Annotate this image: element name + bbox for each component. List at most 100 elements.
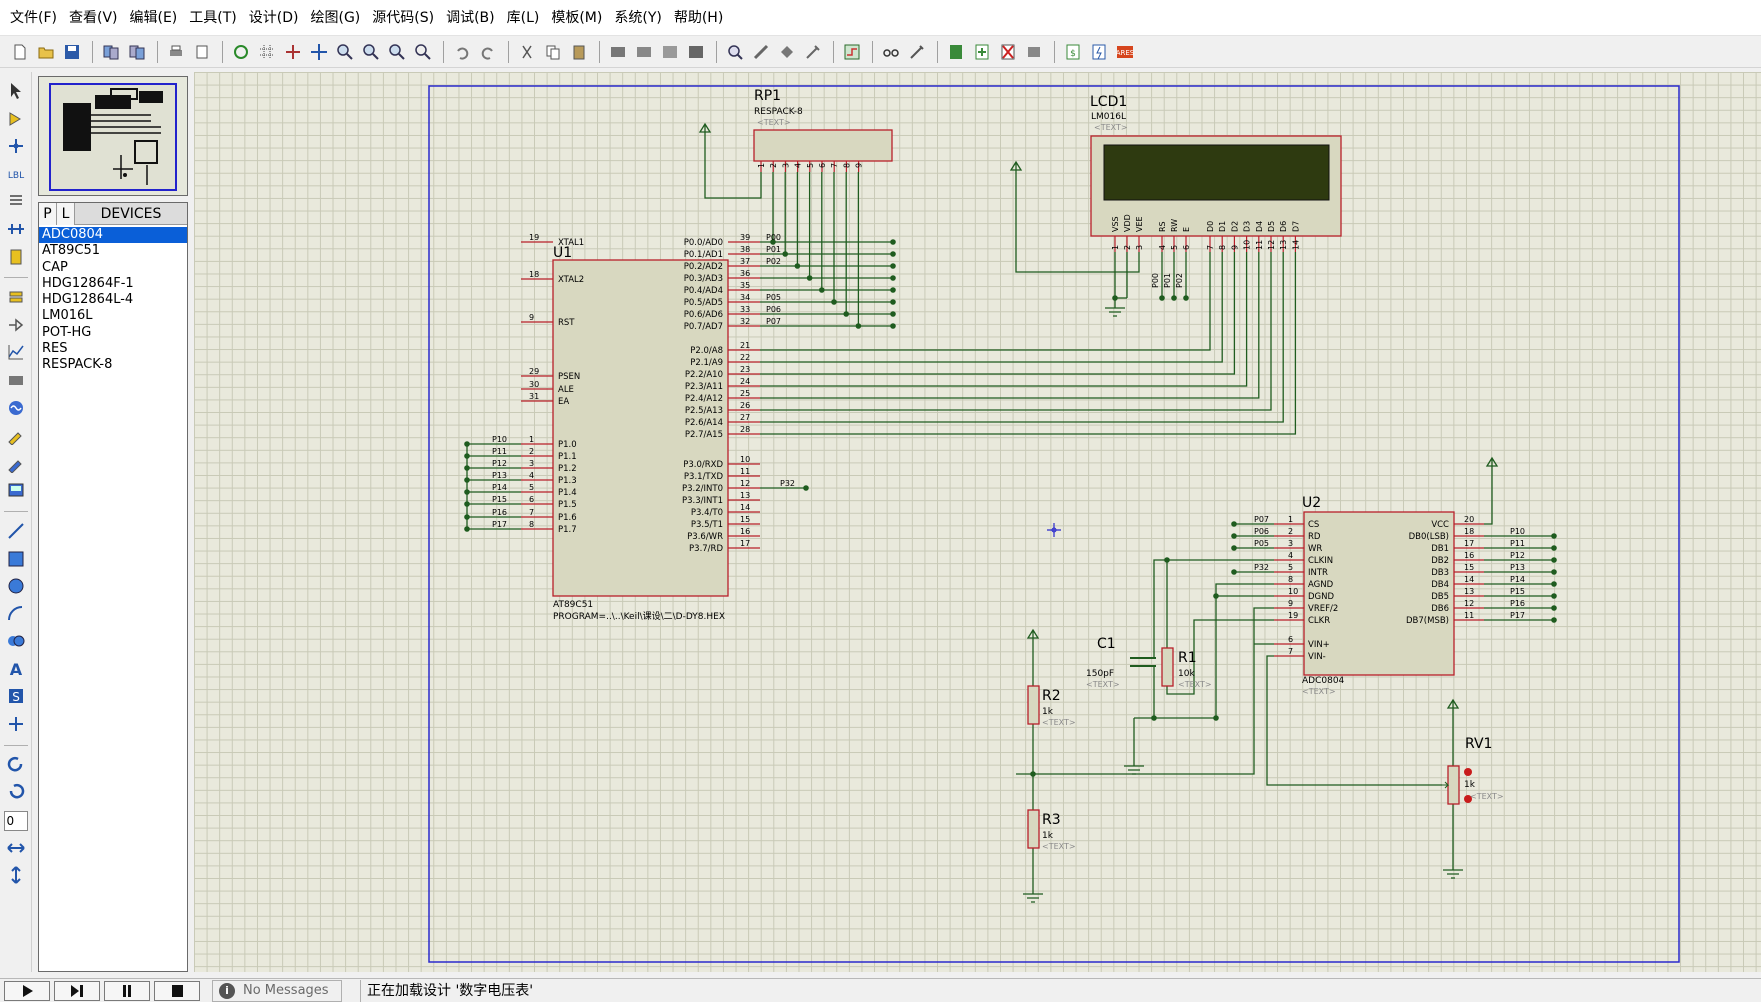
virtual-instruments-mode-icon[interactable] [3, 477, 29, 503]
mirror-vertical-icon[interactable] [3, 862, 29, 888]
block-move-icon[interactable] [632, 40, 656, 64]
wire-autorouter-icon[interactable] [840, 40, 864, 64]
rv1-decrease-handle[interactable] [1464, 795, 1472, 803]
component-u1[interactable]: U1 AT89C51 PROGRAM=..\..\Keil\课设\二\D-DY8… [492, 233, 795, 622]
block-copy-icon[interactable] [606, 40, 630, 64]
subcircuit-mode-icon[interactable] [3, 244, 29, 270]
text-mode-icon[interactable]: A [3, 656, 29, 682]
terminals-mode-icon[interactable] [3, 284, 29, 310]
open-folder-icon[interactable] [34, 40, 58, 64]
device-item-lm016l[interactable]: LM016L [42, 308, 93, 324]
export-section-icon[interactable] [125, 40, 149, 64]
zoom-area-icon[interactable] [411, 40, 435, 64]
stop-button[interactable] [154, 980, 200, 1001]
block-rotate-icon[interactable] [658, 40, 682, 64]
overview-viewport[interactable] [49, 83, 177, 191]
marker-mode-icon[interactable] [3, 711, 29, 737]
text-script-mode-icon[interactable] [3, 188, 29, 214]
device-item-res[interactable]: RES [42, 341, 68, 357]
menu-debug[interactable]: 调试(B) [446, 9, 495, 26]
rotation-angle-input[interactable] [3, 810, 28, 831]
menu-edit[interactable]: 编辑(E) [129, 9, 178, 26]
exit-to-parent-icon[interactable] [1022, 40, 1046, 64]
menu-source[interactable]: 源代码(S) [372, 9, 435, 26]
wire-label-mode-icon[interactable]: LBL [3, 161, 29, 187]
circle-mode-icon[interactable] [3, 573, 29, 599]
remove-sheet-icon[interactable] [996, 40, 1020, 64]
device-item-pot-hg[interactable]: POT-HG [42, 324, 92, 340]
rotate-clockwise-icon[interactable] [3, 752, 29, 778]
new-sheet-icon[interactable] [944, 40, 968, 64]
zoom-out-icon[interactable] [359, 40, 383, 64]
library-manager-button[interactable]: L [57, 203, 75, 225]
device-item-adc0804[interactable]: ADC0804 [39, 227, 187, 244]
import-section-icon[interactable] [99, 40, 123, 64]
component-lcd1[interactable]: LCD1 LM016L <TEXT> VSS1VDD2VEE3RS4RW5E6D… [1090, 94, 1342, 288]
device-item-hdg12864l-4[interactable]: HDG12864L-4 [42, 292, 134, 308]
print-icon[interactable] [164, 40, 188, 64]
component-u2[interactable]: U2 ADC0804 <TEXT> 1CSP072RDP063WRP054CLK… [1254, 495, 1525, 696]
selection-mode-icon[interactable] [3, 78, 29, 104]
device-item-at89c51[interactable]: AT89C51 [42, 243, 100, 259]
netlist-to-ares-icon[interactable]: ARES [1113, 40, 1137, 64]
component-r1[interactable]: R1 10k <TEXT> [1161, 647, 1212, 689]
print-area-icon[interactable] [190, 40, 214, 64]
packaging-tool-icon[interactable] [775, 40, 799, 64]
block-delete-icon[interactable] [684, 40, 708, 64]
path-mode-icon[interactable] [3, 628, 29, 654]
tape-recorder-mode-icon[interactable] [3, 367, 29, 393]
play-button[interactable] [4, 980, 50, 1001]
property-assign-icon[interactable] [905, 40, 929, 64]
menu-tools[interactable]: 工具(T) [189, 9, 237, 26]
menu-design[interactable]: 设计(D) [248, 9, 299, 26]
rotate-anticlockwise-icon[interactable] [3, 779, 29, 805]
search-tag-icon[interactable] [879, 40, 903, 64]
menu-view[interactable]: 查看(V) [68, 9, 118, 26]
menu-template[interactable]: 模板(M) [551, 9, 603, 26]
line-mode-icon[interactable] [3, 518, 29, 544]
device-item-hdg12864f-1[interactable]: HDG12864F-1 [42, 275, 134, 291]
voltage-probe-mode-icon[interactable] [3, 422, 29, 448]
undo-icon[interactable] [450, 40, 474, 64]
component-mode-icon[interactable] [3, 106, 29, 132]
rv1-increase-handle[interactable] [1464, 768, 1472, 776]
menu-file[interactable]: 文件(F) [10, 9, 57, 26]
bill-of-materials-icon[interactable]: $ [1061, 40, 1085, 64]
graph-mode-icon[interactable] [3, 339, 29, 365]
grid-icon[interactable] [255, 40, 279, 64]
menu-help[interactable]: 帮助(H) [673, 9, 724, 26]
save-icon[interactable] [60, 40, 84, 64]
symbol-mode-icon[interactable]: S [3, 683, 29, 709]
current-probe-mode-icon[interactable] [3, 450, 29, 476]
component-r3[interactable]: R3 1k <TEXT> [1027, 809, 1076, 851]
component-rv1[interactable]: RV1 1k <TEXT> [1442, 736, 1504, 805]
copy-icon[interactable] [541, 40, 565, 64]
paste-icon[interactable] [567, 40, 591, 64]
zoom-in-icon[interactable] [333, 40, 357, 64]
menu-library[interactable]: 库(L) [506, 9, 540, 26]
new-file-icon[interactable] [8, 40, 32, 64]
zoom-all-icon[interactable] [385, 40, 409, 64]
device-item-respack-8[interactable]: RESPACK-8 [42, 357, 113, 373]
pause-button[interactable] [104, 980, 150, 1001]
component-c1[interactable]: C1 150pF <TEXT> [1086, 636, 1156, 689]
cut-icon[interactable] [515, 40, 539, 64]
refresh-icon[interactable] [229, 40, 253, 64]
box-mode-icon[interactable] [3, 546, 29, 572]
pick-device-icon[interactable] [723, 40, 747, 64]
overview-window[interactable] [38, 76, 188, 196]
messages-indicator[interactable]: i No Messages [212, 979, 342, 1002]
redo-icon[interactable] [476, 40, 500, 64]
device-item-cap[interactable]: CAP [42, 259, 68, 275]
device-pins-mode-icon[interactable] [3, 312, 29, 338]
pick-devices-button[interactable]: P [39, 203, 57, 225]
menu-system[interactable]: 系统(Y) [614, 9, 662, 26]
step-button[interactable] [54, 980, 100, 1001]
mirror-horizontal-icon[interactable] [3, 835, 29, 861]
decompose-icon[interactable] [801, 40, 825, 64]
buses-mode-icon[interactable] [3, 216, 29, 242]
add-sheet-icon[interactable] [970, 40, 994, 64]
make-device-icon[interactable] [749, 40, 773, 64]
arc-mode-icon[interactable] [3, 601, 29, 627]
